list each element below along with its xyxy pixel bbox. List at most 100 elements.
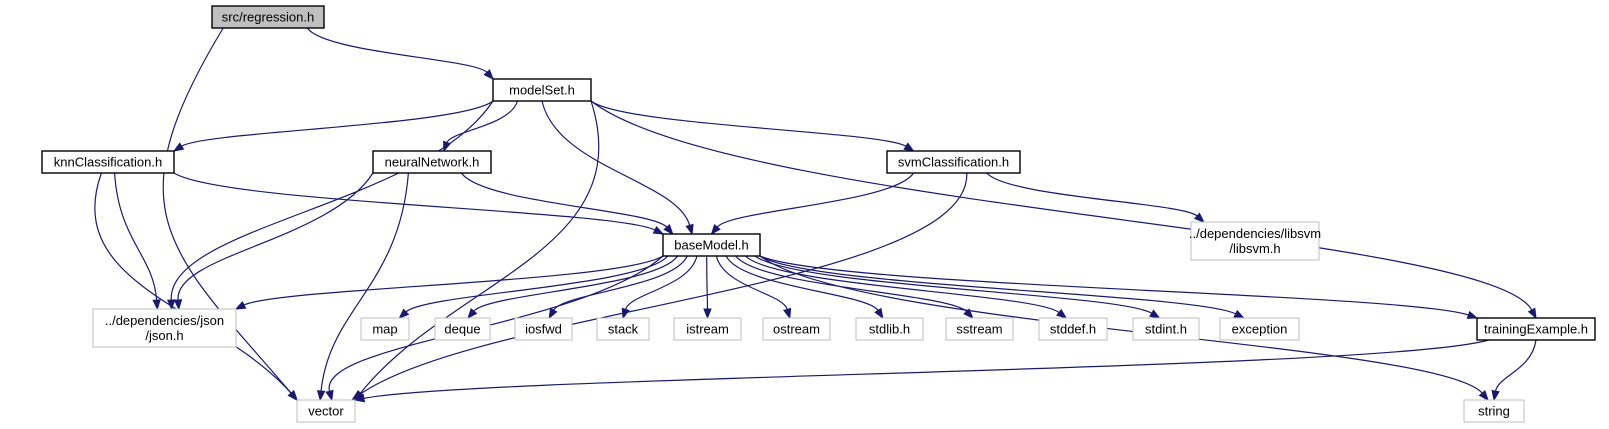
node-label: deque (444, 322, 480, 337)
node-box (296, 399, 356, 423)
edge-training-to-string (1491, 339, 1537, 402)
node-label: knnClassification.h (54, 155, 162, 170)
edge-baseModel-to-stack (621, 255, 698, 320)
node-label: ostream (773, 322, 820, 337)
node-label: map (372, 322, 397, 337)
node-box (92, 308, 237, 348)
edge-modelSet-to-json (166, 100, 494, 311)
node-neural[interactable]: neuralNetwork.h (372, 150, 492, 174)
node-label: stdlib.h (869, 322, 910, 337)
node-map[interactable]: map (360, 317, 410, 341)
node-label: stddef.h (1050, 322, 1096, 337)
edge-baseModel-to-deque (467, 255, 679, 320)
node-label: ../dependencies/libsvm (1189, 226, 1321, 241)
edge-baseModel-to-iosfwd (548, 255, 688, 320)
node-stack[interactable]: stack (596, 317, 650, 341)
edge-regression-to-modelSet (306, 27, 494, 81)
edge-modelSet-to-svm (590, 100, 915, 152)
edge-baseModel-to-stdlib (725, 255, 884, 320)
node-box (1463, 399, 1525, 423)
node-json[interactable]: ../dependencies/json/json.h (92, 308, 237, 348)
node-stdint[interactable]: stdint.h (1132, 317, 1200, 341)
node-label: istream (686, 322, 729, 337)
node-box (673, 317, 742, 341)
node-label: modelSet.h (509, 83, 575, 98)
edge-baseModel-to-exception (759, 255, 1245, 319)
node-regression[interactable]: src/regression.h (211, 5, 325, 29)
node-label: /libsvm.h (1229, 241, 1280, 256)
edge-baseModel-to-json (234, 255, 664, 310)
edge-baseModel-to-stddef (745, 255, 1068, 319)
edge-neural-to-baseModel (461, 172, 674, 236)
node-label: vector (308, 404, 344, 419)
edge-modelSet-to-vector (354, 100, 600, 402)
edge-modelSet-to-training (590, 100, 1537, 320)
node-box (1038, 317, 1108, 341)
edge-neural-to-json (173, 172, 374, 311)
node-box (211, 5, 325, 29)
node-label: ../dependencies/json (105, 313, 224, 328)
edge-modelSet-to-baseModel (541, 100, 694, 236)
node-baseModel[interactable]: baseModel.h (662, 233, 761, 257)
node-ostream[interactable]: ostream (762, 317, 831, 341)
node-string[interactable]: string (1463, 399, 1525, 423)
edge-baseModel-to-ostream (715, 255, 792, 320)
node-label: baseModel.h (674, 238, 748, 253)
node-label: iosfwd (525, 322, 562, 337)
edge-knn-to-json (114, 172, 161, 311)
node-box (41, 150, 175, 174)
edge-knn-to-baseModel (173, 172, 665, 235)
node-box (360, 317, 410, 341)
node-label: sstream (956, 322, 1002, 337)
node-libsvm[interactable]: ../dependencies/libsvm/libsvm.h (1189, 221, 1321, 261)
edge-baseModel-to-stdint (754, 255, 1161, 319)
node-box (886, 150, 1021, 174)
node-box (1132, 317, 1200, 341)
node-box (662, 233, 761, 257)
node-label: stdint.h (1145, 322, 1187, 337)
node-box (1219, 317, 1300, 341)
edge-svm-to-baseModel (710, 172, 915, 236)
node-modelSet[interactable]: modelSet.h (492, 78, 592, 102)
node-box (596, 317, 650, 341)
edge-svm-to-libsvm (986, 172, 1205, 223)
edge-modelSet-to-knn (172, 100, 494, 152)
edge-modelSet-to-neural (443, 100, 519, 153)
node-label: trainingExample.h (1484, 322, 1588, 337)
node-box (1190, 221, 1320, 261)
node-sstream[interactable]: sstream (945, 317, 1014, 341)
node-box (372, 150, 492, 174)
node-box (855, 317, 924, 341)
node-training[interactable]: trainingExample.h (1476, 317, 1596, 341)
edge-baseModel-to-istream (703, 255, 712, 320)
edge-baseModel-to-training (759, 255, 1479, 319)
node-exception[interactable]: exception (1219, 317, 1300, 341)
node-stdlib[interactable]: stdlib.h (855, 317, 924, 341)
node-deque[interactable]: deque (434, 317, 491, 341)
node-iosfwd[interactable]: iosfwd (514, 317, 573, 341)
node-istream[interactable]: istream (673, 317, 742, 341)
edge-baseModel-to-sstream (735, 255, 974, 319)
node-label: /json.h (145, 328, 183, 343)
edge-neural-to-vector (316, 172, 409, 402)
node-box (762, 317, 831, 341)
node-svm[interactable]: svmClassification.h (886, 150, 1021, 174)
node-label: exception (1232, 322, 1288, 337)
node-box (945, 317, 1014, 341)
node-label: src/regression.h (222, 10, 314, 25)
node-label: stack (608, 322, 639, 337)
edge-baseModel-to-map (398, 255, 669, 319)
node-label: neuralNetwork.h (385, 155, 480, 170)
node-stddef[interactable]: stddef.h (1038, 317, 1108, 341)
node-box (492, 78, 592, 102)
node-vector[interactable]: vector (296, 399, 356, 423)
node-label: string (1478, 404, 1510, 419)
node-box (434, 317, 491, 341)
node-box (1476, 317, 1596, 341)
node-knn[interactable]: knnClassification.h (41, 150, 175, 174)
edges-layer (94, 27, 1537, 403)
node-box (514, 317, 573, 341)
node-label: svmClassification.h (898, 155, 1009, 170)
edge-training-to-vector (353, 339, 1489, 403)
